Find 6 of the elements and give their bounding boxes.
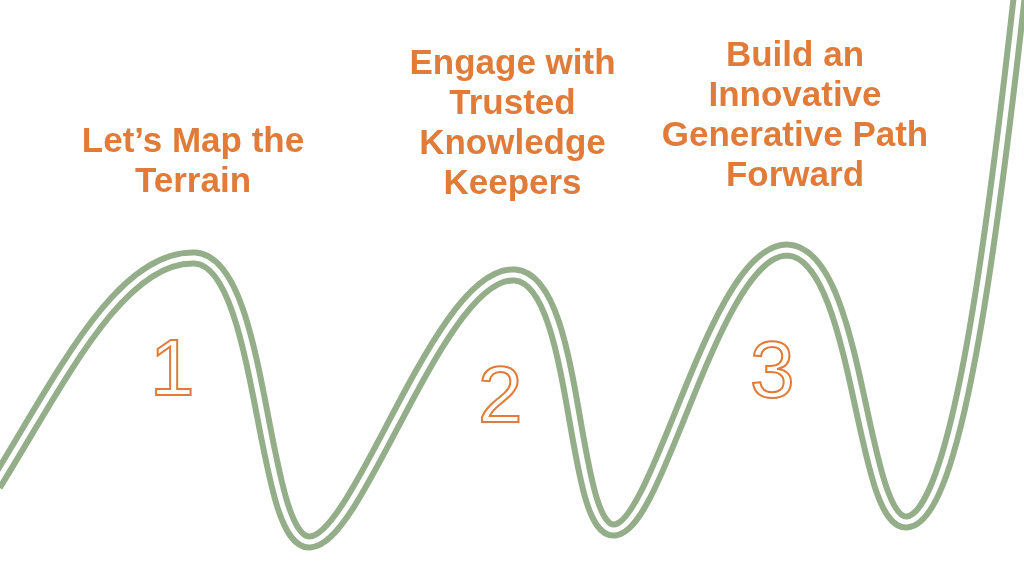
step-heading: Build an Innovative Generative Path Forward <box>660 34 930 194</box>
step-heading: Engage with Trusted Knowledge Keepers <box>408 42 617 202</box>
step-number: 1 <box>150 328 195 408</box>
step-number: 2 <box>478 355 523 435</box>
step-number: 3 <box>750 330 795 410</box>
step-heading: Let’s Map the Terrain <box>80 120 306 200</box>
